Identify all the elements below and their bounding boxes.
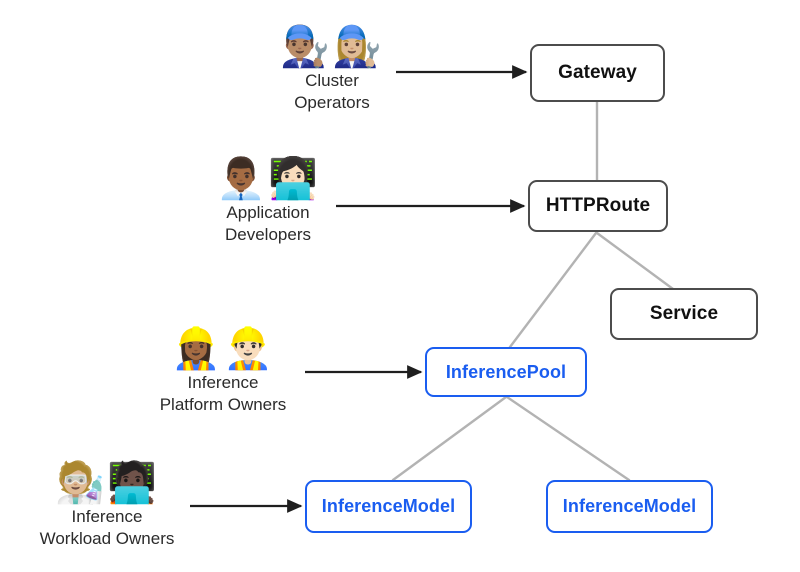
inference-platform-owners-avatar-icon: 👷🏾‍♀️👷🏻‍♂️ [171, 326, 275, 372]
node-httproute[interactable]: HTTPRoute [528, 180, 668, 232]
node-inferencemodel-1-label: InferenceModel [321, 496, 456, 516]
persona-inference-workload-owners: 🧑🏼‍🔬🧑🏿‍💻 Inference Workload Owners [0, 462, 222, 550]
connector-httproute-service [595, 231, 675, 291]
persona-inference-workload-owners-label: Inference Workload Owners [39, 507, 175, 548]
persona-application-developers-label: Application Developers [225, 203, 311, 244]
persona-application-developers: 👨🏾‍💼👩🏻‍💻 Application Developers [153, 158, 383, 246]
persona-inference-platform-owners-label: Inference Platform Owners [159, 373, 287, 414]
persona-inference-platform-owners: 👷🏾‍♀️👷🏻‍♂️ Inference Platform Owners [108, 328, 338, 416]
node-inferencemodel-2-label: InferenceModel [562, 496, 697, 516]
node-inferencemodel-2[interactable]: InferenceModel [546, 480, 713, 533]
node-service-label: Service [649, 303, 719, 324]
connector-httproute-inferencepool [508, 231, 598, 349]
persona-cluster-operators-label: Cluster Operators [294, 71, 370, 112]
node-inferencepool-label: InferencePool [445, 361, 567, 382]
node-gateway[interactable]: Gateway [530, 44, 665, 102]
node-inferencepool[interactable]: InferencePool [425, 347, 587, 397]
node-httproute-label: HTTPRoute [545, 195, 651, 216]
node-service[interactable]: Service [610, 288, 758, 340]
node-inferencemodel-1[interactable]: InferenceModel [305, 480, 472, 533]
persona-cluster-operators: 👨🏽‍🔧👩🏼‍🔧 Cluster Operators [217, 26, 447, 114]
application-developers-avatar-icon: 👨🏾‍💼👩🏻‍💻 [216, 156, 320, 202]
node-gateway-label: Gateway [558, 62, 637, 83]
inference-workload-owners-avatar-icon: 🧑🏼‍🔬🧑🏿‍💻 [55, 460, 159, 506]
connector-inferencepool-model-2 [505, 395, 631, 482]
cluster-operators-avatar-icon: 👨🏽‍🔧👩🏼‍🔧 [280, 24, 384, 70]
connector-inferencepool-model-1 [391, 395, 508, 482]
